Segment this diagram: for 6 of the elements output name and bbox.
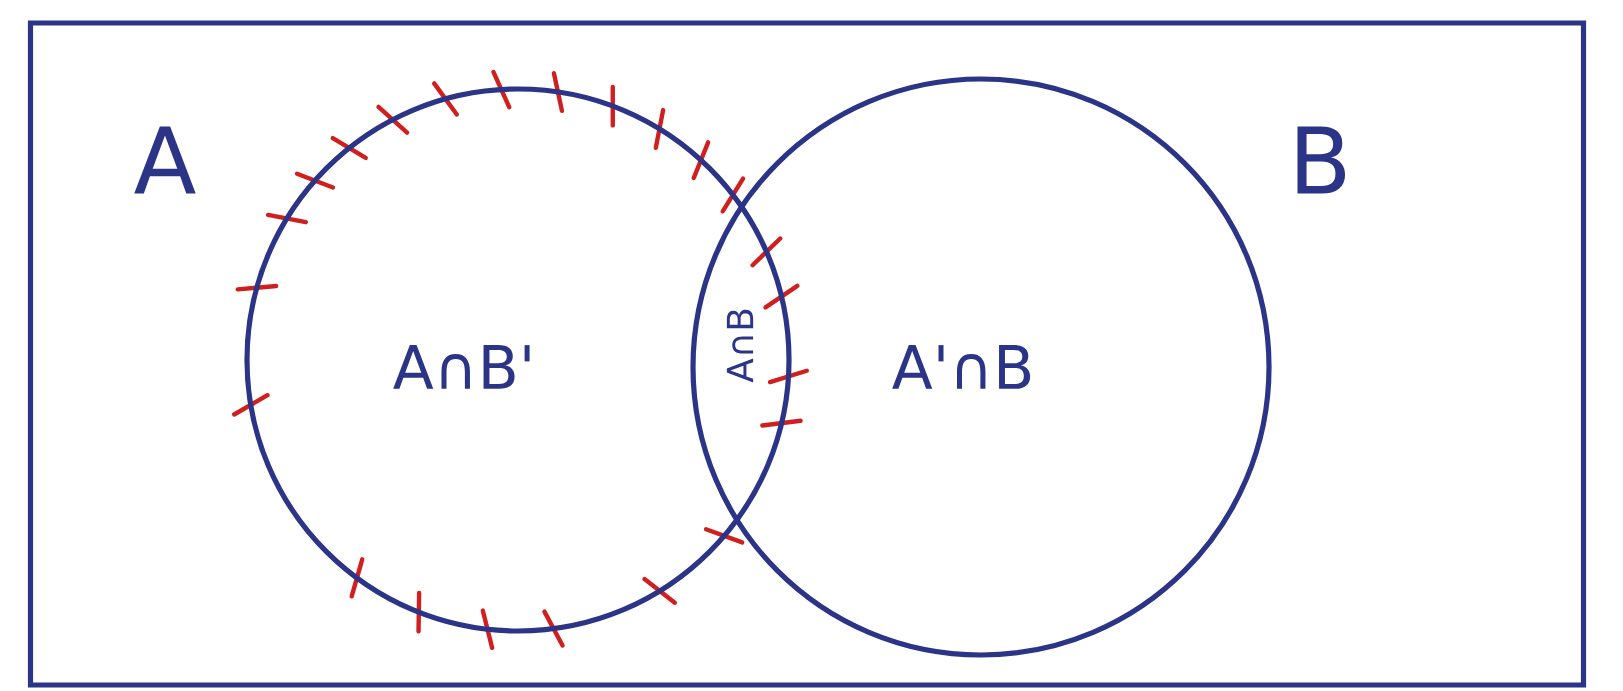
node-label: B — [1297, 126, 1346, 194]
region-label: A'∩B — [892, 345, 1031, 389]
region-label: A∩B' — [393, 345, 530, 389]
rectangle-frame — [27, 20, 1587, 688]
node-label: A — [134, 126, 196, 194]
region-label: A∩B — [726, 309, 754, 383]
